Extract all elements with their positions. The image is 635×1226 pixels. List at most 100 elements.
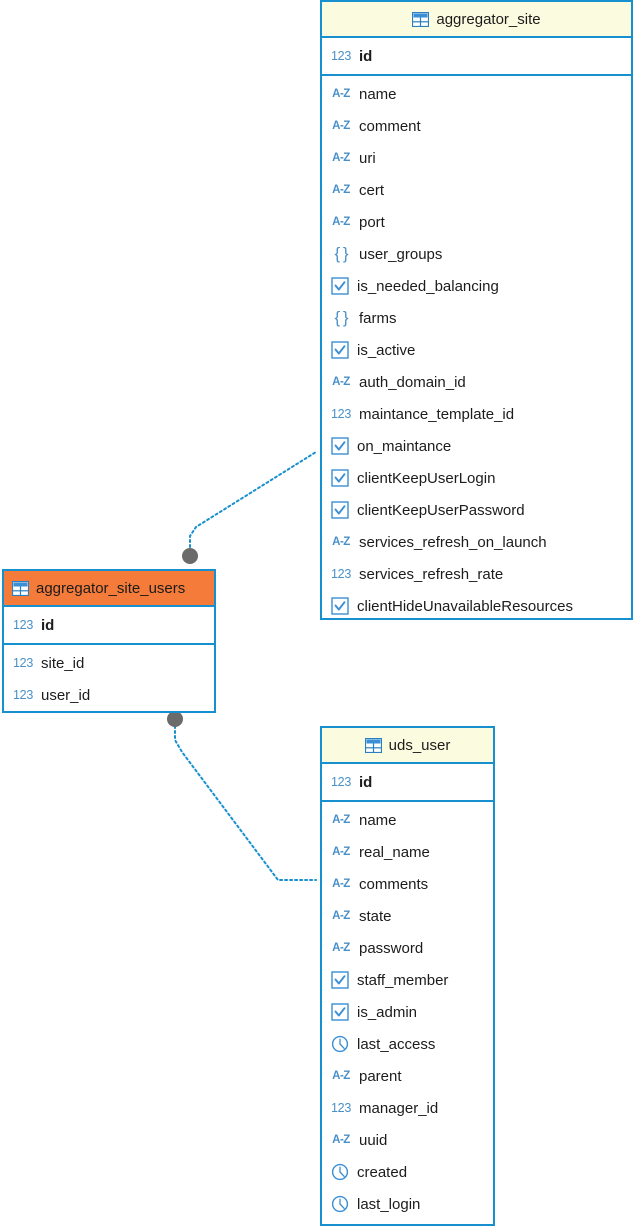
field-row-id[interactable]: 123 id — [322, 764, 493, 800]
number-icon: 123 — [13, 656, 33, 670]
field-row-parent[interactable]: A-Z parent — [322, 1060, 493, 1092]
field-name: last_login — [357, 1195, 421, 1213]
field-row-id[interactable]: 123 id — [322, 38, 631, 74]
field-name: user_groups — [359, 245, 443, 263]
checkbox-icon — [330, 436, 350, 456]
text-icon: A-Z — [332, 878, 350, 890]
text-icon: A-Z — [332, 910, 350, 922]
field-row-last-login[interactable]: last_login — [322, 1188, 493, 1220]
number-icon: 123 — [331, 1101, 351, 1115]
field-row-site-id[interactable]: 123 site_id — [4, 647, 214, 679]
json-icon: { } — [334, 244, 348, 263]
clock-icon — [330, 1162, 350, 1182]
fields-section: A-Z name A-Z comment A-Z uri A-Z cert A-… — [322, 76, 631, 624]
field-row-uri[interactable]: A-Z uri — [322, 142, 631, 174]
field-name: name — [359, 811, 397, 829]
field-row-state[interactable]: A-Z state — [322, 900, 493, 932]
field-name: services_refresh_on_launch — [359, 533, 547, 551]
field-name: maintance_template_id — [359, 405, 515, 423]
field-row-staff-member[interactable]: staff_member — [322, 964, 493, 996]
field-name: farms — [359, 309, 397, 327]
text-icon: A-Z — [332, 536, 350, 548]
text-icon: A-Z — [332, 1070, 350, 1082]
field-row-name[interactable]: A-Z name — [322, 804, 493, 836]
text-icon: A-Z — [332, 376, 350, 388]
checkbox-icon — [330, 500, 350, 520]
field-name: clientHideUnavailableResources — [357, 597, 573, 615]
checkbox-icon — [330, 1002, 350, 1022]
clock-icon — [330, 1194, 350, 1214]
primary-key-section: 123 id — [4, 607, 214, 645]
field-row-real-name[interactable]: A-Z real_name — [322, 836, 493, 868]
entity-title: aggregator_site — [436, 10, 541, 28]
checkbox-icon — [330, 276, 350, 296]
field-row-services-refresh-on-launch[interactable]: A-Z services_refresh_on_launch — [322, 526, 631, 558]
text-icon: A-Z — [332, 216, 350, 228]
field-name: clientKeepUserLogin — [357, 469, 496, 487]
text-icon: A-Z — [332, 814, 350, 826]
field-row-on-maintance[interactable]: on_maintance — [322, 430, 631, 462]
text-icon: A-Z — [332, 184, 350, 196]
relationship-site-users-to-uds-user[interactable] — [167, 711, 317, 881]
text-icon: A-Z — [332, 88, 350, 100]
checkbox-icon — [330, 340, 350, 360]
field-name: real_name — [359, 843, 430, 861]
relationship-endpoint-dot — [182, 548, 198, 564]
field-name: port — [359, 213, 385, 231]
checkbox-icon — [330, 596, 350, 616]
text-icon: A-Z — [332, 120, 350, 132]
field-name: on_maintance — [357, 437, 452, 455]
relationship-endpoint-dot — [167, 711, 183, 727]
field-row-name[interactable]: A-Z name — [322, 78, 631, 110]
field-row-clientkeepuserlogin[interactable]: clientKeepUserLogin — [322, 462, 631, 494]
fields-section: 123 site_id 123 user_id — [4, 645, 214, 713]
field-row-farms[interactable]: { } farms — [322, 302, 631, 334]
field-row-user-groups[interactable]: { } user_groups — [322, 238, 631, 270]
field-row-password[interactable]: A-Z password — [322, 932, 493, 964]
entity-uds-user[interactable]: uds_user 123 id A-Z name A-Z real_name A… — [320, 726, 495, 1226]
entity-header-aggregator-site-users[interactable]: aggregator_site_users — [4, 571, 214, 607]
field-name: name — [359, 85, 397, 103]
entity-aggregator-site-users[interactable]: aggregator_site_users 123 id 123 site_id… — [2, 569, 216, 713]
field-name: state — [359, 907, 392, 925]
field-row-uuid[interactable]: A-Z uuid — [322, 1124, 493, 1156]
field-row-last-access[interactable]: last_access — [322, 1028, 493, 1060]
number-icon: 123 — [13, 618, 33, 632]
field-row-cert[interactable]: A-Z cert — [322, 174, 631, 206]
fields-section: A-Z name A-Z real_name A-Z comments A-Z … — [322, 802, 493, 1222]
field-row-is-admin[interactable]: is_admin — [322, 996, 493, 1028]
entity-title: uds_user — [388, 736, 451, 754]
field-row-services-refresh-rate[interactable]: 123 services_refresh_rate — [322, 558, 631, 590]
field-row-clienthideunavailableresources[interactable]: clientHideUnavailableResources — [322, 590, 631, 622]
number-icon: 123 — [331, 775, 351, 789]
field-row-created[interactable]: created — [322, 1156, 493, 1188]
entity-title: aggregator_site_users — [36, 579, 186, 597]
field-name: auth_domain_id — [359, 373, 466, 391]
field-name: manager_id — [359, 1099, 439, 1117]
field-name: is_active — [357, 341, 416, 359]
entity-aggregator-site[interactable]: aggregator_site 123 id A-Z name A-Z comm… — [320, 0, 633, 620]
checkbox-icon — [330, 970, 350, 990]
field-row-is-active[interactable]: is_active — [322, 334, 631, 366]
entity-header-uds-user[interactable]: uds_user — [322, 728, 493, 764]
number-icon: 123 — [331, 567, 351, 581]
field-name: id — [359, 773, 373, 791]
field-row-auth-domain-id[interactable]: A-Z auth_domain_id — [322, 366, 631, 398]
field-row-comments[interactable]: A-Z comments — [322, 868, 493, 900]
clock-icon — [330, 1034, 350, 1054]
field-row-port[interactable]: A-Z port — [322, 206, 631, 238]
text-icon: A-Z — [332, 846, 350, 858]
entity-header-aggregator-site[interactable]: aggregator_site — [322, 2, 631, 38]
field-row-id[interactable]: 123 id — [4, 607, 214, 643]
field-name: comment — [359, 117, 421, 135]
field-row-is-needed-balancing[interactable]: is_needed_balancing — [322, 270, 631, 302]
field-row-manager-id[interactable]: 123 manager_id — [322, 1092, 493, 1124]
number-icon: 123 — [331, 407, 351, 421]
field-row-user-id[interactable]: 123 user_id — [4, 679, 214, 711]
field-row-maintance-template-id[interactable]: 123 maintance_template_id — [322, 398, 631, 430]
field-row-clientkeepuserpassword[interactable]: clientKeepUserPassword — [322, 494, 631, 526]
relationship-site-to-site-users[interactable] — [182, 451, 317, 564]
field-name: clientKeepUserPassword — [357, 501, 525, 519]
text-icon: A-Z — [332, 152, 350, 164]
field-row-comment[interactable]: A-Z comment — [322, 110, 631, 142]
